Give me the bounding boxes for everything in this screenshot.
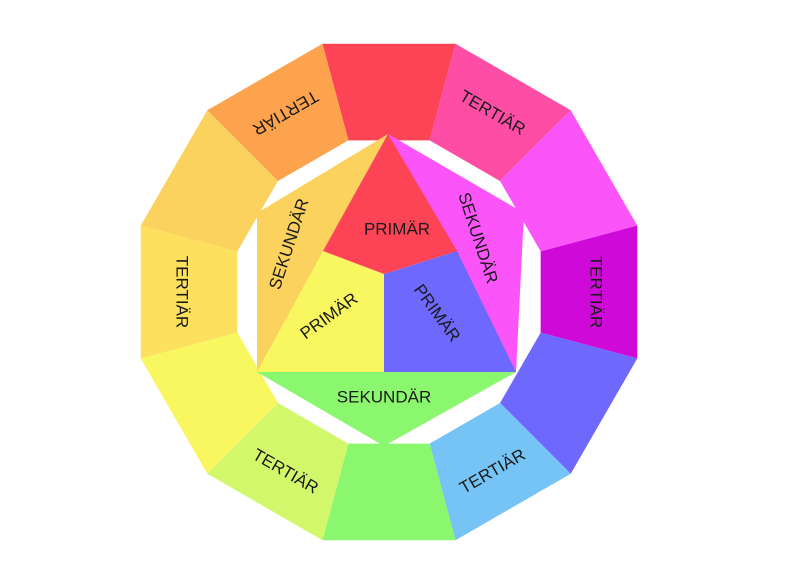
ring-segment-label: TERTIÄR (587, 256, 606, 328)
ring-segment (429, 403, 571, 541)
primary-left-segment (257, 251, 384, 372)
ring-segment (429, 43, 571, 181)
ring-segment (140, 110, 278, 252)
primary-top-label: PRIMÄR (364, 220, 430, 239)
ring-segment (140, 225, 238, 359)
ring-segment (500, 110, 638, 252)
primary-right-segment (384, 251, 516, 372)
ring-segment-label: TERTIÄR (173, 256, 192, 328)
inner-pentagon: PRIMÄR PRIMÄR PRIMÄR SEKUNDÄR SEKUNDÄR S… (257, 134, 524, 446)
ring-segment (140, 332, 278, 474)
primary-top-segment (323, 134, 457, 274)
ring-segment (322, 443, 456, 541)
secondary-bottom-label: SEKUNDÄR (337, 388, 431, 407)
ring-segment (322, 43, 456, 141)
secondary-bottom-segment (257, 372, 516, 446)
ring-segment (500, 332, 638, 474)
color-ring: TERTIÄRTERTIÄRTERTIÄRTERTIÄRTERTIÄRTERTI… (140, 43, 638, 541)
ring-segment (207, 403, 349, 541)
ring-segment (540, 225, 638, 359)
ring-segment (207, 43, 349, 181)
